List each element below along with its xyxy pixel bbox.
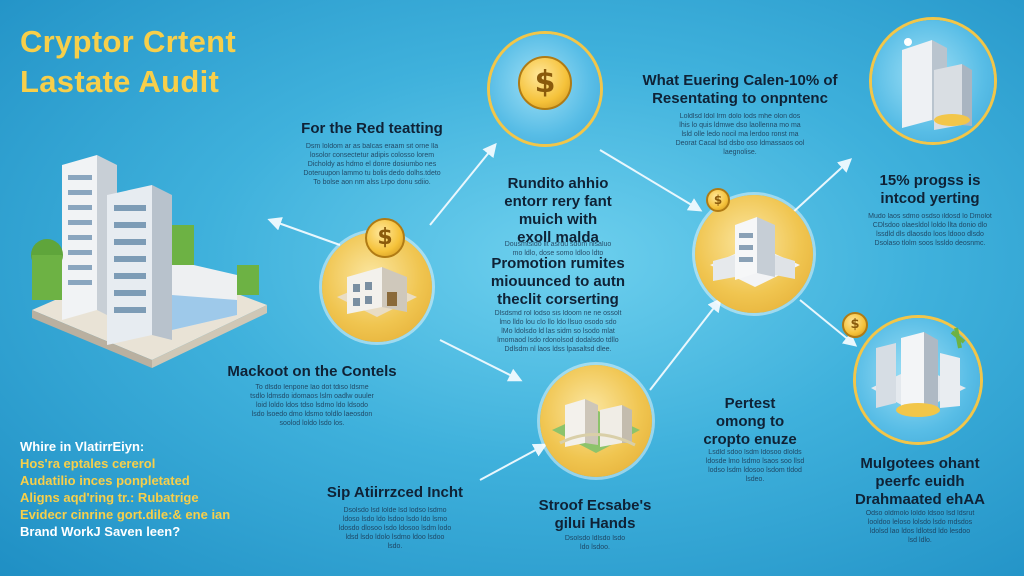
arrow-park-to-block (649, 297, 722, 391)
arrow-house-to-coin (429, 142, 497, 226)
rundito-body: Dousmtsldo llt asrdu sdom nlsaluo mo ldl… (504, 241, 612, 257)
block-building-circle (695, 195, 813, 313)
rundito-heading: Rundito ahhio entorr rery fant muich wit… (504, 175, 612, 246)
towers-icon (902, 38, 972, 130)
bottom-left-block: Whire in VlatirrEiyn: Hos'ra eptales cer… (20, 438, 300, 540)
house-coin-icon (337, 267, 417, 317)
cluster-coin-symbol: $ (842, 312, 868, 338)
stroof-body: Dsolsdo ldlsdo lsdo ldo lsdoo. (564, 535, 626, 551)
title-line-1: Cryptor Crtent (20, 24, 237, 59)
progress-body: Mudo laos sdmo osdso ildosd lo Dmolot CD… (868, 213, 992, 247)
arrow-house-to-city (267, 217, 341, 246)
sip-body: Dsolsdo lsd lolde lsd lodso lsdmo ldoso … (338, 507, 452, 550)
skyscraper-cluster-icon (871, 327, 966, 417)
block-building-icon (710, 217, 800, 287)
bottom-left-line-2: Hos'ra eptales cererol (20, 456, 156, 471)
arrow-block-to-towers (789, 158, 853, 216)
mackoot-heading: Mackoot on the Contels (227, 363, 397, 380)
coin-trophy-icon: $ (518, 56, 572, 110)
bottom-left-line-3: Audatilio inces ponpletated (20, 473, 190, 488)
red-teaming-heading: For the Red teatting (301, 120, 443, 137)
what-euering-heading: What Euering Calen-10% of Resentating to… (642, 72, 838, 107)
pertest-heading: Pertest omong to cropto enuze (703, 395, 797, 448)
what-euering-body: Loldlsd ldol lrm dolo lods mhe olon dos … (675, 113, 805, 156)
mackoot-body: To dlsdo lenpone lao dot tdiso ldsme tsd… (250, 384, 374, 427)
coin-trophy-circle: $ (490, 34, 600, 144)
mulgotees-body: Odso oldmolo loldo ldsoo lsd ldsrut lool… (865, 510, 975, 544)
arrow-block-to-cluster (799, 299, 858, 347)
bottom-left-line-4: Aligns aqd'ring tr.: Rubatrige (20, 490, 199, 505)
promotion-heading: Promotion rumites miouunced to autn thec… (490, 255, 626, 308)
towers-circle (872, 20, 994, 142)
arrow-coin-to-block (599, 149, 703, 212)
bottom-left-line-5: Evidecr cinrine gort.dile:& ene ian (20, 507, 231, 522)
house-coin-symbol: $ (365, 218, 405, 258)
arrow-house-to-park (439, 339, 523, 382)
page-title: Cryptor Crtent Lastate Audit (20, 22, 236, 102)
bottom-left-line-1: Whire in VlatirrEiyn: (20, 439, 145, 454)
arrow-park-down (479, 443, 548, 481)
block-coin-symbol: $ (706, 188, 730, 212)
office-park-circle (540, 365, 652, 477)
city-buildings-icon (22, 150, 272, 370)
promotion-body: Dlsdsmd rol lodso sis ldoom ne ne ossolt… (494, 310, 622, 353)
mulgotees-heading: Mulgotees ohant peerfc euidh Drahmaated … (854, 455, 986, 508)
title-line-2: Lastate Audit (20, 64, 220, 99)
office-park-icon (552, 399, 640, 453)
sip-heading: Sip Atiirrzced Incht (326, 484, 464, 501)
skyscraper-cluster-circle (856, 318, 980, 442)
red-teaming-body: Dsm loldom ar as balcas eraam sit orne l… (303, 143, 441, 186)
bottom-left-line-6: Brand WorkJ Saven leen? (20, 524, 181, 539)
stroof-heading: Stroof Ecsabe's gilui Hands (538, 497, 652, 532)
pertest-body: Lsdld sdoo lsdm ldosoo dlolds ldosde lmo… (705, 449, 805, 483)
progress-heading: 15% progss is intcod yerting (879, 172, 981, 207)
